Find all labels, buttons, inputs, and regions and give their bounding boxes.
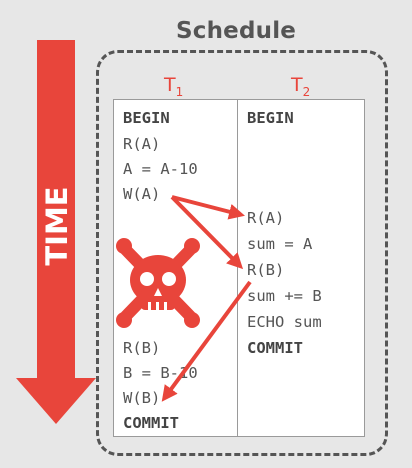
t1-commit: COMMIT [123, 414, 179, 432]
t1-name: T [164, 74, 176, 96]
t1-begin: BEGIN [123, 109, 170, 127]
t1-subscript: 1 [175, 84, 184, 99]
schedule-frame [96, 50, 388, 456]
column-header-t1: T1 [164, 74, 183, 99]
time-label: TIME [40, 186, 74, 265]
t2-read-b: R(B) [247, 261, 285, 279]
t2-subscript: 2 [302, 84, 311, 99]
dependency-arrow-icon [170, 195, 244, 270]
dependency-arrow-icon [171, 195, 245, 220]
dependency-arrow-icon [161, 280, 252, 402]
t2-echo-line: ECHO sum [247, 313, 322, 331]
t2-sum-b: sum += B [247, 287, 322, 305]
t2-commit: COMMIT [247, 339, 303, 357]
t2-echo-arg: sum [284, 313, 322, 331]
t2-read-a: R(A) [247, 209, 285, 227]
t2-name: T [291, 74, 303, 96]
schedule-title: Schedule [176, 18, 297, 44]
t2-sum-a: sum = A [247, 235, 313, 253]
t2-begin: BEGIN [247, 109, 294, 127]
t1-write-a: W(A) [123, 185, 161, 203]
t2-echo-keyword: ECHO [247, 313, 285, 331]
t1-read-a: R(A) [123, 135, 161, 153]
t1-update-a: A = A-10 [123, 160, 198, 178]
t1-write-b: W(B) [123, 389, 161, 407]
column-header-t2: T2 [291, 74, 310, 99]
t1-read-b: R(B) [123, 339, 161, 357]
t1-update-b: B = B-10 [123, 364, 198, 382]
